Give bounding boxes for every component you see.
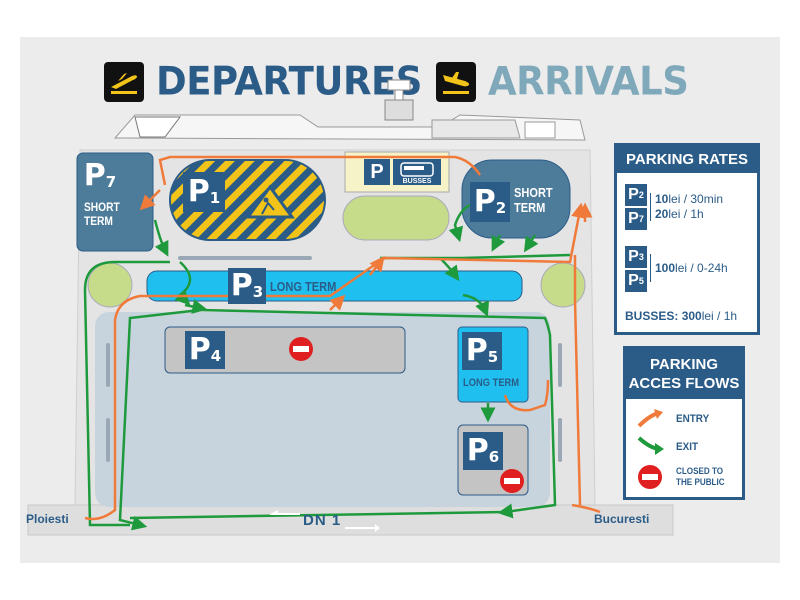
rate-p3-p5-24h: 100lei / 0-24h [655,261,728,275]
lot-p3-badge: P3 [228,268,266,304]
exit-arrow-icon [637,436,664,455]
closed-sign-p6 [500,469,524,493]
arrivals-title: ARRIVALS [488,58,689,105]
lot-p7-badge: P7 [83,158,117,193]
lot-p5-badge: P5 [462,332,502,370]
lot-p6-badge: P6 [463,432,503,470]
lot-p4[interactable] [164,326,406,374]
lot-busses-badge: P [364,159,390,185]
parking-rates-title: PARKING RATES [617,146,757,173]
busses-label: BUSSES [403,178,432,185]
lot-p4-badge: P4 [185,331,225,369]
entry-legend-label: ENTRY [676,413,710,425]
departures-header: DEPARTURES [104,58,422,105]
lot-p5-label: LONG TERM [463,377,520,389]
dn1-label: DN 1 [303,512,342,529]
plane-landing-icon [436,61,476,102]
green-island [342,195,450,241]
rate-p2-p7-30min: 10lei / 30min [655,192,724,206]
rate-busses: BUSSES: 300lei / 1h [625,309,738,323]
plane-takeoff-icon [104,61,144,102]
entry-arrow-icon [637,409,663,428]
bucuresti-label: Bucuresti [594,512,650,526]
lot-p3-label: LONG TERM [270,279,337,294]
arrivals-header: ARRIVALS [436,58,689,105]
roundabout-right [540,262,586,308]
exit-legend-label: EXIT [676,441,699,453]
ploiesti-label: Ploiesti [26,512,69,526]
dn1-direction-arrows [270,510,380,532]
bus-icon: BUSSES [393,159,441,185]
lot-p1-badge: P1 [183,172,225,212]
construction-icon [245,184,295,219]
terminal-building [113,79,586,141]
lane-markers [106,256,562,462]
lot-p2-badge: P2 [470,182,510,222]
departures-title: DEPARTURES [156,58,422,105]
rate-p2-p7-1h: 20lei / 1h [655,207,704,221]
closed-sign-p4 [289,337,313,361]
closed-legend-icon [638,465,662,489]
entry-flows [84,155,601,521]
